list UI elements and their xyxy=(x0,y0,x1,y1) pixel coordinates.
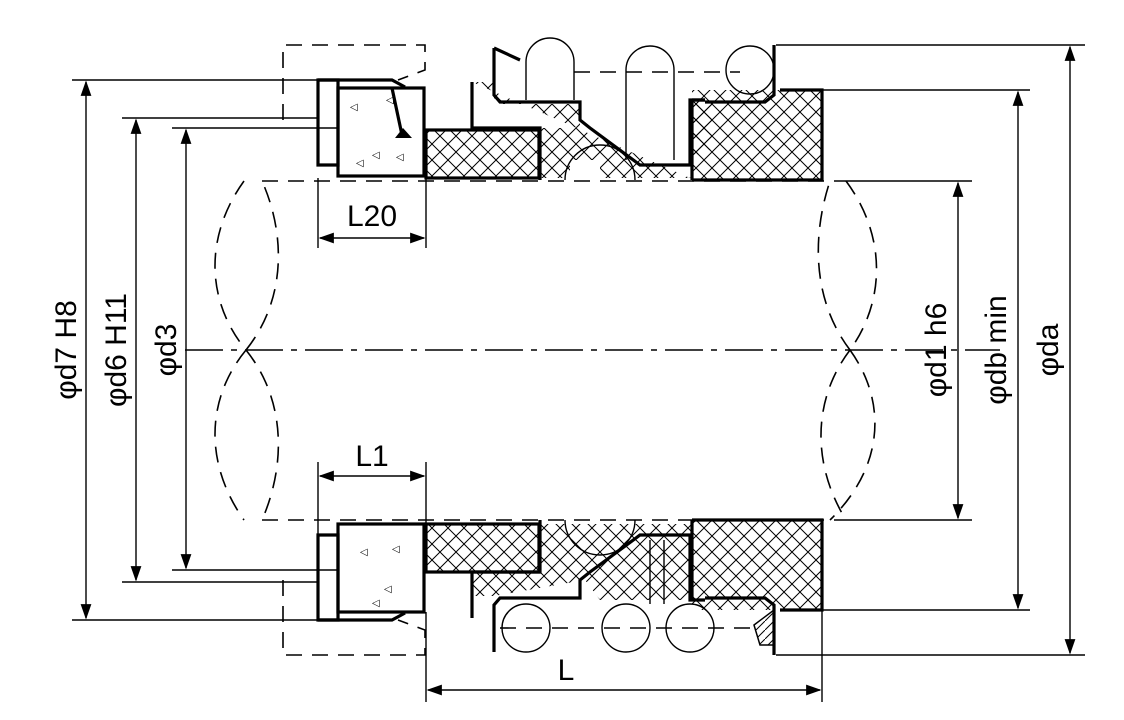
shaft xyxy=(214,180,878,521)
svg-text:◁: ◁ xyxy=(350,102,358,113)
label-L1: L1 xyxy=(355,440,388,473)
svg-text:◁: ◁ xyxy=(386,95,394,106)
seal-upper-half: ◁ ◁ ◁ ◁ ◁ xyxy=(282,37,824,182)
dimension-lines xyxy=(80,45,1076,696)
svg-text:◁: ◁ xyxy=(360,547,368,558)
svg-text:◁: ◁ xyxy=(372,598,380,609)
label-d3: φd3 xyxy=(150,324,183,377)
label-db: φdb min xyxy=(980,295,1013,405)
label-L: L xyxy=(558,654,575,687)
svg-text:◁: ◁ xyxy=(392,544,400,555)
svg-text:◁: ◁ xyxy=(396,152,404,163)
svg-text:◁: ◁ xyxy=(356,158,364,169)
svg-text:◁: ◁ xyxy=(372,150,380,161)
label-L20: L20 xyxy=(347,200,397,233)
label-da: φda xyxy=(1032,323,1065,376)
extension-lines xyxy=(72,44,1085,702)
label-d6: φd6 H11 xyxy=(100,293,133,407)
svg-text:◁: ◁ xyxy=(384,584,392,595)
label-d7: φd7 H8 xyxy=(50,300,83,400)
seal-lower-half: ◁ ◁ ◁ ◁ xyxy=(282,518,824,656)
label-d1: φd1 h6 xyxy=(920,303,953,398)
